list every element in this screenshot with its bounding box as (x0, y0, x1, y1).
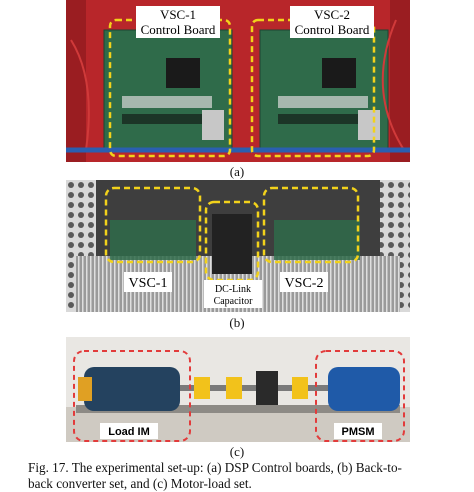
vsc1-board-title: VSC-1 (160, 7, 196, 22)
caption-line-1: Fig. 17. The experimental set-up: (a) DS… (28, 460, 402, 475)
photo-control-boards: VSC-1 Control Board VSC-2 Control Board (66, 0, 410, 162)
panel-a-label: (a) (229, 164, 245, 179)
panel-b-label: (b) (229, 315, 245, 330)
pmsm-label: PMSM (342, 426, 375, 438)
pmsm-box (315, 350, 405, 442)
vsc2-module-box (262, 186, 360, 264)
panel-c-label: (c) (229, 444, 245, 459)
load-im-label: Load IM (108, 426, 150, 438)
figure-caption: Fig. 17. The experimental set-up: (a) DS… (28, 460, 456, 492)
vsc2-board-subtitle: Control Board (295, 22, 370, 37)
control-boards-illustration: VSC-1 Control Board VSC-2 Control Board (66, 0, 410, 162)
dc-link-label-line1: DC-Link (215, 284, 251, 295)
vsc1-module-box (104, 186, 202, 264)
vsc1-board-subtitle: Control Board (141, 22, 216, 37)
load-im-box (73, 350, 191, 442)
converter-illustration: VSC-1 DC-Link Capacitor VSC-2 (66, 180, 410, 312)
motor-load-illustration: Load IM PMSM (66, 337, 410, 442)
vsc2-module-label: VSC-2 (285, 276, 324, 291)
vsc2-board-title: VSC-2 (314, 7, 350, 22)
photo-motor-load-set: Load IM PMSM (66, 337, 410, 442)
dc-link-label-line2: Capacitor (214, 296, 254, 307)
caption-line-2: back converter set, and (c) Motor-load s… (28, 476, 252, 491)
vsc1-module-label: VSC-1 (129, 276, 168, 291)
photo-converter-set: VSC-1 DC-Link Capacitor VSC-2 (66, 180, 410, 312)
